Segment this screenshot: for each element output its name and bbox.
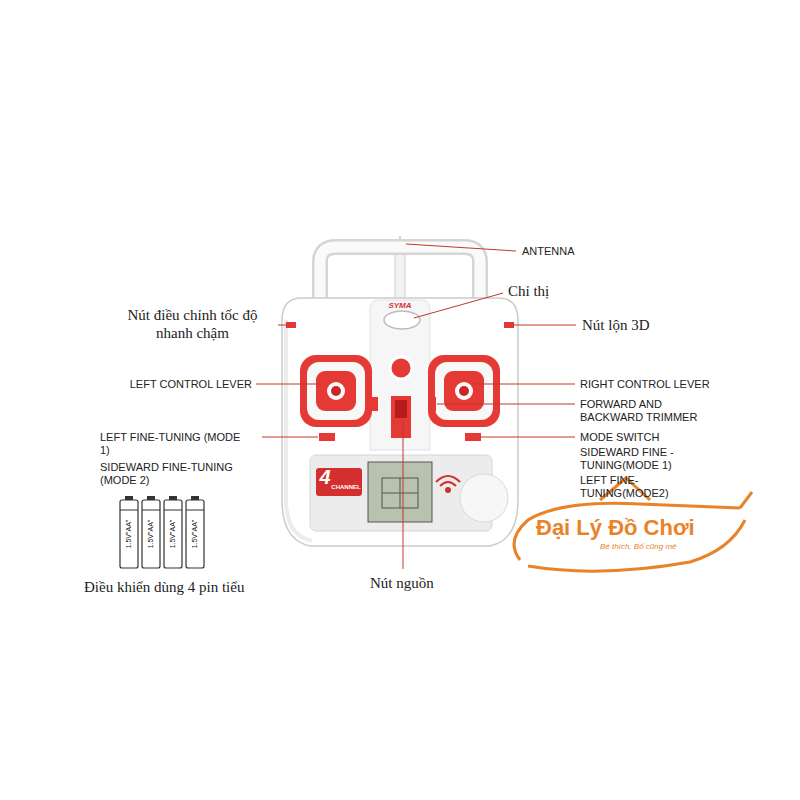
part-label: LEFT FINE-TUNING(MODE2): [580, 474, 720, 500]
trim-button: [319, 433, 335, 441]
part-label-holder: Nút lộn 3D: [582, 316, 702, 334]
part-label: MODE SWITCH: [580, 431, 730, 444]
trim-button: [430, 397, 436, 411]
part-label-holder: LEFT CONTROL LEVER: [92, 378, 252, 391]
watermark: Bé thích, Bố cũng mê: [600, 542, 720, 552]
part-label-holder: FORWARD AND BACKWARD TRIMMER: [580, 398, 712, 424]
part-label: LEFT FINE-TUNING (MODE 1): [100, 431, 250, 457]
watermark-holder: Đại Lý Đồ Chơi: [536, 515, 736, 541]
part-label-holder: SIDEWARD FINE-TUNING (MODE 2): [100, 461, 255, 487]
part-label: SIDEWARD FINE - TUNING(MODE 1): [580, 446, 730, 472]
channel-text-holder: CHANNEL: [329, 484, 363, 491]
power-switch-knob: [395, 400, 407, 418]
lcd-mark: [382, 493, 418, 494]
part-label: RIGHT CONTROL LEVER: [580, 378, 760, 391]
part-label-holder: Nút nguồn: [370, 574, 470, 592]
battery-label-holder: 1.5V"AA": [165, 530, 225, 538]
brand-logo: SYMA: [370, 301, 430, 310]
part-label: FORWARD AND BACKWARD TRIMMER: [580, 398, 712, 424]
channel-number-holder: 4: [318, 466, 332, 488]
part-label: LEFT CONTROL LEVER: [92, 378, 252, 391]
channel-number: 4: [318, 466, 332, 488]
center-button: [390, 357, 412, 379]
left-stick: [300, 355, 372, 427]
battery-label: 1.5V"AA": [125, 504, 133, 564]
part-label: Nút lộn 3D: [582, 316, 702, 334]
watermark-holder: Bé thích, Bố cũng mê: [600, 542, 720, 552]
right-stick: [428, 355, 500, 427]
brand-logo-holder: SYMA: [370, 301, 430, 310]
part-label: ANTENNA: [522, 245, 642, 258]
trim-button: [372, 397, 378, 411]
battery-label: 1.5V"AA": [147, 504, 155, 564]
part-label: SIDEWARD FINE-TUNING (MODE 2): [100, 461, 255, 487]
note-label-holder: Điều khiển dùng 4 pin tiểu: [84, 578, 304, 596]
center-column: [370, 300, 430, 450]
part-label: Nút điều chỉnh tốc độ nhanh chậm: [110, 306, 275, 342]
part-label-holder: Chỉ thị: [508, 282, 598, 300]
note-label: Điều khiển dùng 4 pin tiểu: [84, 578, 304, 596]
indicator: [384, 311, 420, 329]
part-label-holder: RIGHT CONTROL LEVER: [580, 378, 760, 391]
part-label-holder: MODE SWITCH: [580, 431, 730, 444]
part-label-holder: ANTENNA: [522, 245, 642, 258]
housing-shade: [286, 320, 312, 541]
part-label: Nút nguồn: [370, 574, 470, 592]
housing: [282, 298, 518, 546]
part-label-holder: SIDEWARD FINE - TUNING(MODE 1): [580, 446, 730, 472]
battery-label: 1.5V"AA": [169, 504, 177, 564]
dial: [460, 474, 508, 522]
trim-button: [465, 433, 481, 441]
power-switch: [391, 396, 411, 438]
part-label: Chỉ thị: [508, 282, 598, 300]
battery-label: 1.5V"AA": [191, 504, 199, 564]
channel-text: CHANNEL: [329, 484, 363, 491]
part-label-holder: Nút điều chỉnh tốc độ nhanh chậm: [110, 306, 275, 342]
part-label-holder: LEFT FINE-TUNING(MODE2): [580, 474, 720, 500]
lcd-screen: [368, 462, 432, 522]
watermark: Đại Lý Đồ Chơi: [536, 515, 736, 541]
wifi-icon: [436, 476, 460, 492]
lcd-mark: [382, 478, 418, 508]
batteries: [120, 496, 204, 568]
part-label-holder: LEFT FINE-TUNING (MODE 1): [100, 431, 250, 457]
